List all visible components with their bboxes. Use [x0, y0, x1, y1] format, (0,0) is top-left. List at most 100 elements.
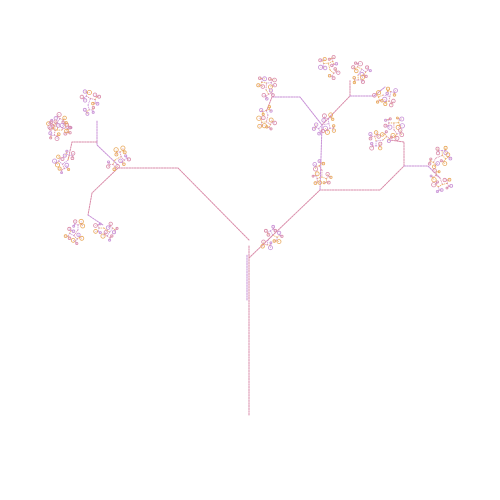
tip-loop — [261, 123, 267, 129]
tip-branch — [328, 175, 332, 178]
tip-loop — [331, 76, 336, 80]
tip-loop — [85, 112, 90, 116]
tip-branch — [265, 93, 269, 97]
tip-branch — [357, 68, 363, 76]
tip-loop — [311, 174, 315, 178]
tip-cluster — [260, 224, 284, 251]
tip-loop — [427, 162, 432, 166]
tip-loop — [272, 77, 277, 83]
tip-branch — [389, 136, 392, 139]
tip-branch — [382, 136, 387, 141]
tip-branch — [69, 154, 73, 157]
tip-branch — [393, 129, 398, 135]
tip-loop — [98, 231, 102, 235]
tip-cluster — [106, 145, 131, 172]
tip-loop — [266, 233, 271, 237]
tip-branch — [386, 136, 390, 139]
tip-loop — [429, 157, 433, 161]
tip-loop — [62, 153, 67, 158]
tip-loop — [55, 162, 61, 168]
tip-branch — [86, 95, 91, 99]
tip-loop — [68, 125, 72, 130]
tip-branch — [318, 162, 322, 167]
tip-branch — [112, 159, 116, 165]
tip-loop — [75, 241, 79, 245]
tip-branch — [125, 155, 128, 159]
tip-loop — [439, 188, 444, 192]
tip-branch — [390, 91, 395, 93]
right-upper-branch — [272, 96, 323, 191]
tip-branch — [329, 75, 333, 77]
tip-branch — [69, 230, 72, 234]
tip-loop — [62, 115, 67, 121]
tip-branch — [397, 117, 400, 120]
tip-loop — [83, 98, 88, 103]
tip-branch — [318, 165, 323, 171]
tip-loop — [76, 232, 81, 237]
tip-loop — [368, 136, 373, 141]
tip-branch — [270, 79, 273, 83]
tip-branch — [267, 230, 271, 233]
tip-branch — [435, 174, 441, 179]
tip-loop — [272, 239, 276, 243]
tip-loop — [110, 234, 114, 238]
tip-branch — [265, 108, 270, 111]
tip-branch — [65, 126, 69, 130]
tip-branch — [103, 227, 111, 233]
tip-loop — [370, 142, 374, 146]
tip-loop — [48, 131, 53, 136]
tip-loop — [261, 112, 265, 116]
tip-loop — [82, 89, 88, 94]
tip-loop — [389, 135, 393, 139]
tip-loop — [357, 61, 363, 67]
tip-cluster — [383, 116, 405, 141]
tip-branch — [55, 160, 59, 164]
tip-branch — [121, 159, 125, 163]
tip-loop — [124, 154, 128, 158]
tip-loop — [61, 120, 65, 124]
tip-loop — [373, 130, 379, 135]
tip-branch — [67, 233, 70, 237]
tip-branch — [321, 123, 329, 126]
tip-branch — [318, 128, 321, 132]
tip-loop — [318, 58, 323, 63]
tip-loop — [353, 61, 358, 65]
tip-loop — [100, 233, 106, 239]
tip-branch — [388, 138, 390, 142]
tip-loop — [64, 162, 70, 168]
tip-branch — [71, 155, 74, 159]
tip-branch — [94, 96, 98, 100]
tip-loop — [331, 128, 336, 133]
tip-cluster — [429, 168, 454, 193]
tip-branch — [59, 168, 62, 171]
tip-branch — [387, 122, 390, 127]
tip-loop — [354, 68, 359, 74]
tip-loop — [105, 225, 111, 230]
tip-cluster — [93, 221, 119, 242]
tip-loop — [67, 167, 71, 171]
tip-branch — [87, 98, 91, 106]
tip-loop — [64, 121, 68, 125]
tip-branch — [315, 181, 318, 184]
tip-loop — [376, 90, 382, 96]
tip-branch — [261, 121, 267, 123]
tip-branch — [318, 131, 321, 134]
tip-branch — [73, 229, 79, 236]
tip-branch — [265, 96, 268, 99]
tip-branch — [329, 57, 332, 60]
tip-branch — [74, 241, 78, 244]
tip-loop — [63, 234, 68, 238]
tip-loop — [262, 76, 268, 82]
tip-loop — [378, 141, 383, 146]
tip-branch — [122, 150, 126, 153]
tip-loop — [114, 152, 119, 157]
tip-branch — [441, 160, 444, 163]
tip-loop — [112, 167, 117, 172]
tip-loop — [431, 177, 437, 183]
tip-cluster — [256, 76, 277, 101]
tip-loop — [399, 116, 405, 122]
tip-loop — [429, 174, 433, 178]
tip-branch — [120, 156, 125, 161]
tip-branch — [365, 69, 369, 73]
